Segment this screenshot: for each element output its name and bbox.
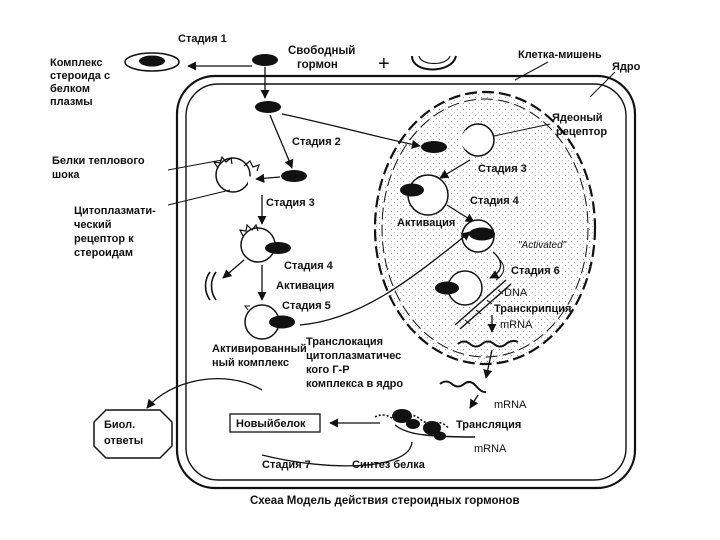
diagram-caption: Схеаа Модель действия стероидных гормоно… (250, 495, 520, 507)
mrna-nucleus (457, 339, 519, 348)
leader-target-cell (514, 61, 549, 81)
label-translation: Трансляция (456, 419, 521, 431)
label-activation-nuc: Активация (397, 217, 455, 229)
dna-strand (454, 279, 512, 330)
label-mrna-1: mRNA (500, 319, 533, 331)
label-activated-complex-1: Активированный (212, 343, 307, 355)
label-free-hormone-1: Свободный (288, 45, 355, 57)
arrow-stage2 (281, 113, 421, 149)
label-biol-1: Биол. (104, 419, 135, 431)
nuclear-receptor (458, 123, 495, 157)
label-plus: + (378, 53, 390, 75)
label-translocation-4: комплекса в ядро (306, 378, 403, 390)
label-cyto-receptor-1: Цитоплазмати- (74, 205, 156, 217)
label-complex-1: Комплекс (50, 57, 103, 69)
label-stage7: Стадия 7 (262, 459, 311, 471)
arrow-stage5-translocation (299, 231, 471, 326)
label-cyto-receptor-3: рецептор к (74, 233, 134, 245)
label-stage5: Стадия 5 (282, 300, 331, 312)
label-mrna-2: mRNA (494, 399, 527, 411)
label-cyto-receptor-2: ческий (74, 219, 112, 231)
free-hormone (252, 54, 278, 66)
arrow-stage3-nuc (439, 159, 471, 179)
cell-membrane-outer (175, 74, 637, 490)
label-heat-shock-2: шока (52, 169, 80, 181)
label-stage4-nuc: Стадия 4 (470, 195, 520, 207)
label-biol-2: ответы (104, 435, 143, 447)
nucleus-inner-envelope (381, 98, 589, 358)
label-stage3-nuc: Стадия 3 (478, 163, 527, 175)
arrow-stage4-nuc (446, 204, 475, 223)
label-stage2: Стадия 2 (292, 136, 341, 148)
hsp-receptor-complex (212, 155, 260, 193)
leader-nucleus (589, 71, 616, 98)
leader-heat-shock (167, 159, 223, 171)
label-translocation-1: Транслокация (306, 336, 383, 348)
arrow-protein-synthesis (261, 441, 413, 467)
target-receptor-cup (411, 55, 457, 71)
label-free-hormone-2: гормон (297, 59, 338, 71)
cell-membrane-inner (185, 83, 627, 481)
plasma-protein-complex (124, 52, 180, 72)
label-activation-cyt: Активация (276, 280, 334, 292)
label-mrna-3: mRNA (474, 443, 507, 455)
arrow-hsp-release (222, 259, 245, 279)
label-stage1: Стадия 1 (178, 33, 227, 45)
label-new-protein: Новыйбелок (236, 418, 306, 430)
leader-cyto-receptor (167, 189, 231, 206)
label-complex-4: плазмы (50, 96, 93, 108)
activated-complex-nucleus (461, 219, 495, 253)
label-activated: "Activated" (518, 240, 567, 251)
label-dna: DNA (504, 287, 528, 299)
label-stage6: Стадия 6 (511, 265, 560, 277)
hormone-in-cytoplasm (255, 101, 281, 113)
label-heat-shock-1: Белки теплового (52, 155, 145, 167)
label-activated-complex-2: ный комплекс (212, 357, 289, 369)
leader-nuclear-receptor (493, 123, 551, 137)
arrow-stage7 (146, 378, 263, 409)
new-protein-box (229, 413, 321, 433)
biol-response-octagon (93, 409, 173, 459)
label-transcription: Транскрипция (494, 303, 571, 315)
label-stage3-cyt: Стадия 3 (266, 197, 315, 209)
label-nuclear-receptor-1: Ядеоный (552, 112, 603, 124)
activated-cyto-complex (244, 304, 295, 340)
mrna-cytoplasm (439, 380, 487, 394)
label-cyto-receptor-4: стероидам (74, 247, 133, 259)
nuclear-hr-complex (400, 174, 449, 216)
label-complex-3: белком (50, 83, 90, 95)
dna-receptor-complex (435, 270, 483, 306)
label-translocation-3: кого Г-Р (306, 364, 350, 376)
label-nuclear-receptor-2: рецептор (556, 126, 607, 138)
arrow-stage6 (489, 251, 502, 279)
label-translocation-2: цитоплазматичес (306, 350, 401, 362)
released-hsp (204, 271, 217, 301)
cyto-hr-complex (238, 223, 291, 263)
hormone-in-nucleus (421, 141, 447, 153)
label-complex-2: стероида с (50, 70, 110, 82)
label-synthesis: Синтез белка (352, 459, 426, 471)
label-stage4-cyt: Стадия 4 (284, 260, 334, 272)
hormone-near-hsp (281, 170, 307, 182)
label-nucleus: Ядро (612, 61, 641, 73)
label-target-cell: Клетка-мишень (518, 49, 602, 61)
ribosomes (374, 409, 476, 441)
